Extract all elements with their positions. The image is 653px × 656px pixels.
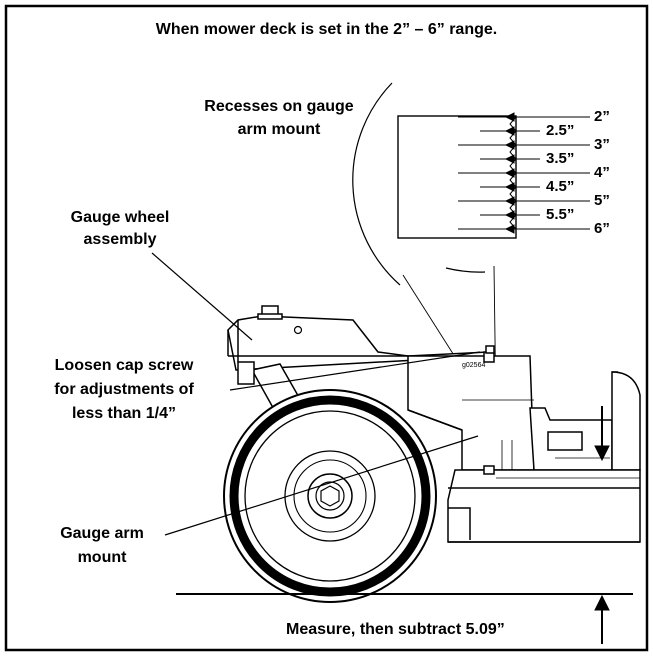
measure-arrows xyxy=(594,406,610,644)
height-label-4: 4” xyxy=(594,164,610,181)
cap-screw-label-line2: for adjustments of xyxy=(54,381,194,398)
recess-detail-box xyxy=(397,115,517,239)
height-label-2-5: 2.5” xyxy=(546,122,575,139)
magnifier-circle-arc xyxy=(352,82,401,286)
leader-lines xyxy=(151,252,481,536)
deck-beam xyxy=(447,465,641,543)
recess-arrows xyxy=(504,112,590,234)
gauge-wheel-label-line2: assembly xyxy=(83,231,157,248)
measure-label: Measure, then subtract 5.09” xyxy=(286,621,505,638)
height-label-4-5: 4.5” xyxy=(546,178,575,195)
height-label-6: 6” xyxy=(594,220,610,237)
gauge-wheel xyxy=(223,389,437,603)
recesses-label-line1: Recesses on gauge xyxy=(204,98,354,115)
height-label-3: 3” xyxy=(594,136,610,153)
page-title: When mower deck is set in the 2” – 6” ra… xyxy=(155,21,498,38)
gauge-arm-label-line2: mount xyxy=(77,549,127,566)
part-number: g02564 xyxy=(462,362,486,369)
cap-screw-label-line1: Loosen cap screw xyxy=(54,357,194,374)
height-label-2: 2” xyxy=(594,108,610,125)
figure-border xyxy=(4,4,649,652)
gauge-wheel-label-line1: Gauge wheel xyxy=(70,209,170,226)
height-label-5: 5” xyxy=(594,192,610,209)
mower-frame xyxy=(407,345,641,471)
gauge-arm-label-line1: Gauge arm xyxy=(60,525,144,542)
height-label-3-5: 3.5” xyxy=(546,150,575,167)
cap-screw-label-line3: less than 1/4” xyxy=(71,405,177,422)
recesses-label-line2: arm mount xyxy=(237,121,321,138)
height-label-5-5: 5.5” xyxy=(546,206,575,223)
